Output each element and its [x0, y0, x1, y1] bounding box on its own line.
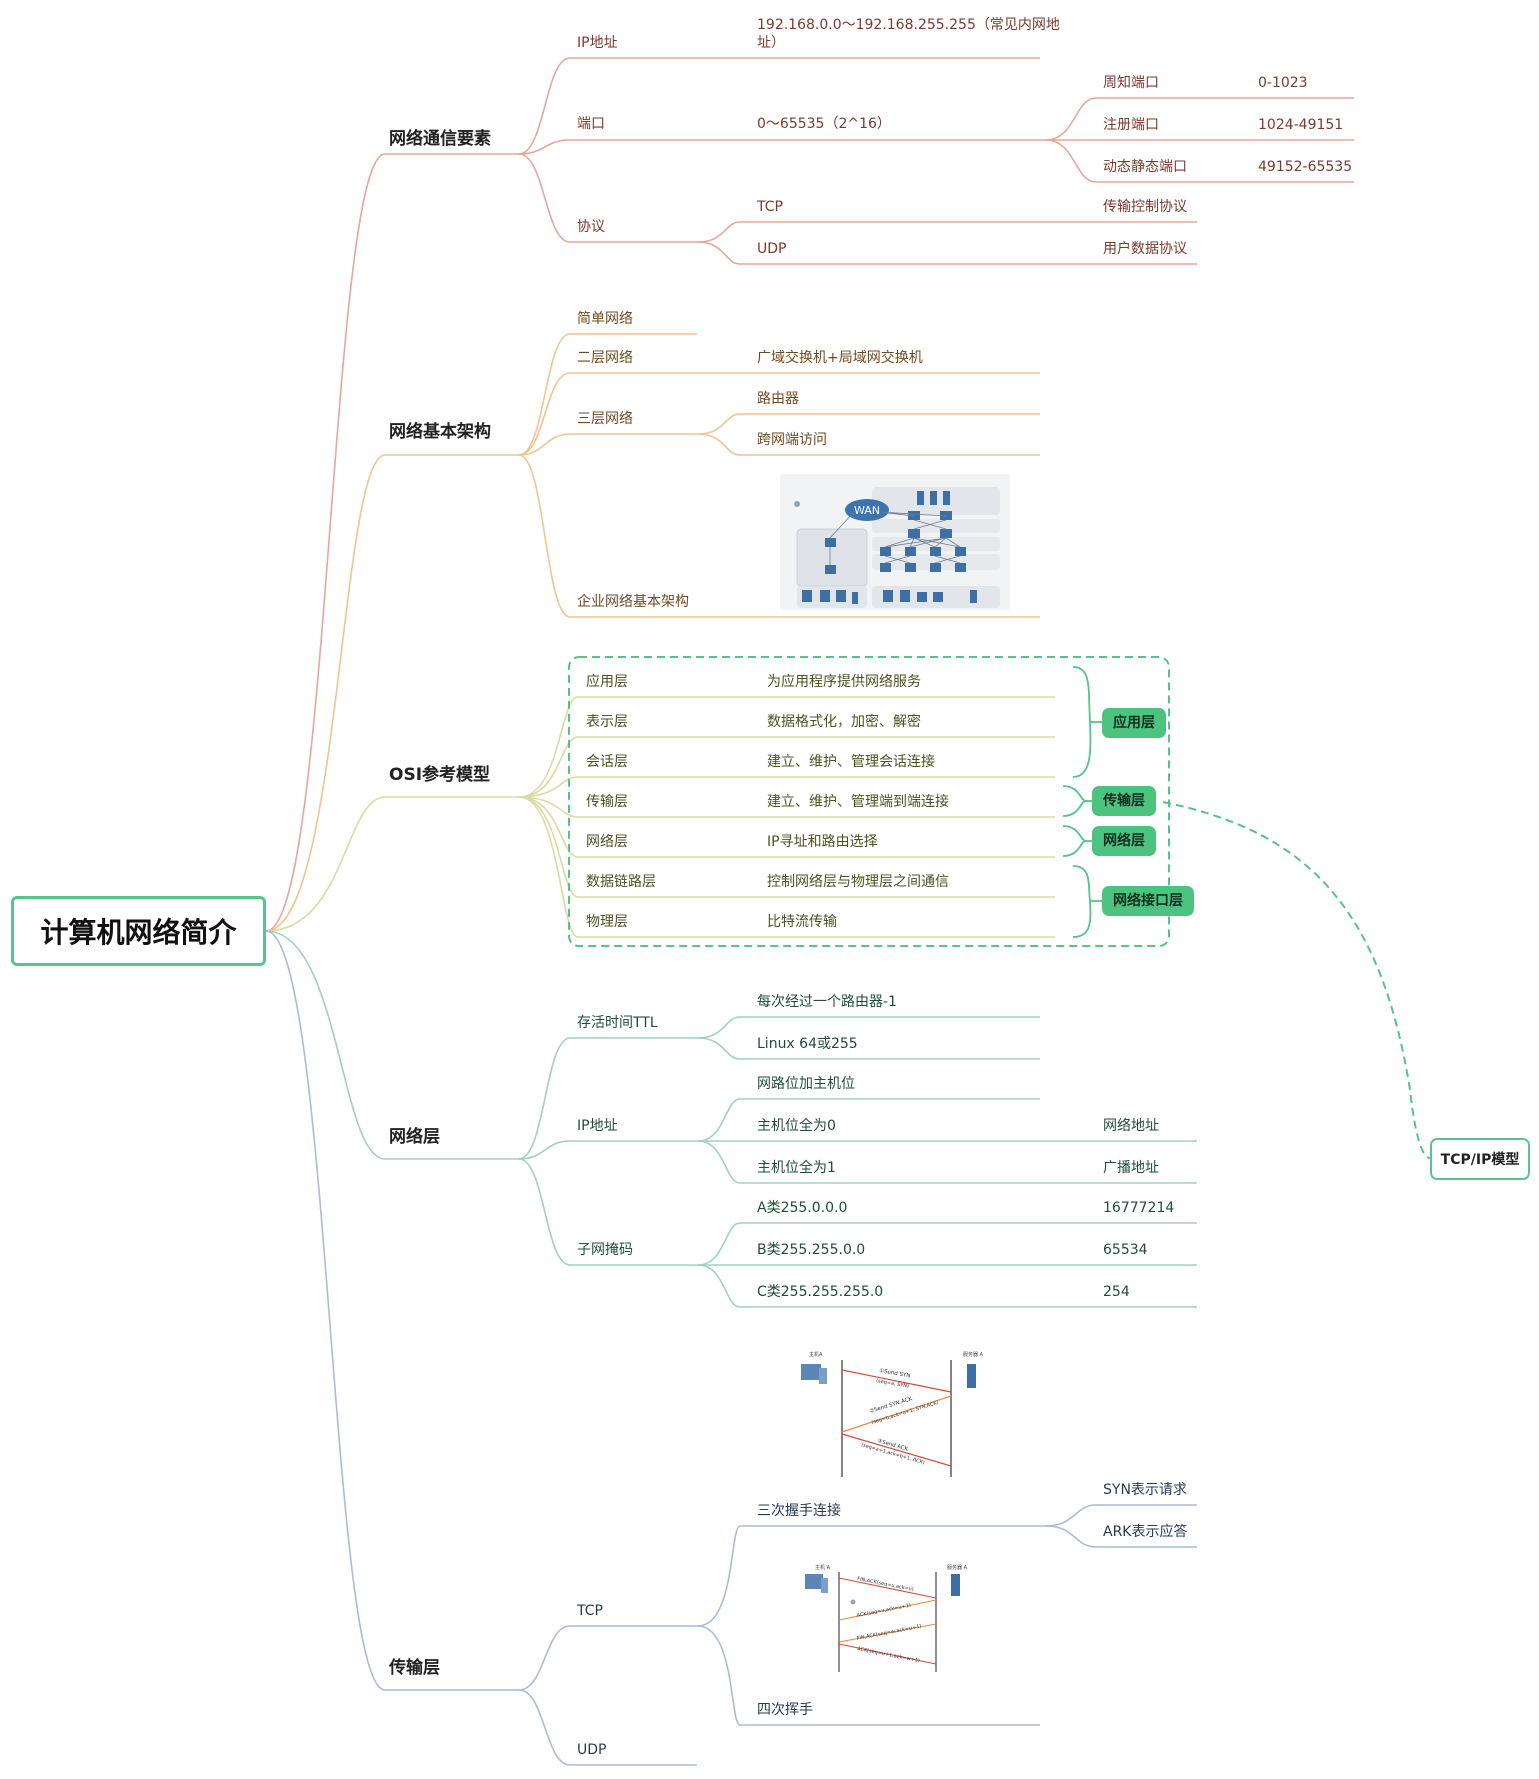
- wave-server-label: 服务器 A: [947, 1564, 968, 1571]
- wave-host-label: 主机 A: [815, 1564, 831, 1571]
- node-ip-value-line2: 址）: [757, 35, 785, 51]
- handshake-step: ①Send SYN: [879, 1368, 911, 1379]
- node-protocol-label[interactable]: 协议: [577, 219, 605, 235]
- osi-layer-desc[interactable]: IP寻址和路由选择: [767, 834, 878, 850]
- wan-label: WAN: [854, 504, 880, 517]
- computer-icon: [801, 1364, 821, 1380]
- ip-item-name[interactable]: 网路位加主机位: [757, 1076, 855, 1092]
- ip-item-name[interactable]: 主机位全为0: [757, 1118, 836, 1134]
- osi-layer-name[interactable]: 会话层: [586, 754, 628, 770]
- ip-item-desc[interactable]: 广播地址: [1103, 1160, 1159, 1176]
- handshake-image[interactable]: 主机A 服务器 A ①Send SYN (seq=a, SYN) ②Send S…: [795, 1346, 995, 1484]
- wave-step: ACK(seq=v,ack=u+1): [856, 1603, 911, 1619]
- osi-layer-name[interactable]: 传输层: [586, 794, 628, 810]
- computer-icon: [805, 1574, 823, 1589]
- protocol-desc[interactable]: 传输控制协议: [1103, 199, 1187, 215]
- node-handshake-label[interactable]: 三次握手连接: [757, 1503, 841, 1519]
- section-title-network-layer[interactable]: 网络层: [389, 1127, 440, 1147]
- osi-layer-desc[interactable]: 建立、维护、管理会话连接: [767, 754, 935, 770]
- node-simple-network[interactable]: 简单网络: [577, 311, 633, 327]
- node-port-value[interactable]: 0～65535（2^16）: [757, 116, 891, 132]
- enterprise-network-image[interactable]: WAN: [780, 474, 1010, 610]
- handshake-item[interactable]: ARK表示应答: [1103, 1524, 1188, 1540]
- tcpip-model-label: TCP/IP模型: [1440, 1152, 1520, 1168]
- root-node[interactable]: 计算机网络简介: [11, 896, 266, 966]
- osi-layer-desc[interactable]: 数据格式化，加密、解密: [767, 714, 921, 730]
- mask-item-desc[interactable]: 65534: [1103, 1242, 1148, 1258]
- osi-layer-name[interactable]: 表示层: [586, 714, 628, 730]
- protocol-name[interactable]: TCP: [757, 199, 783, 215]
- mask-item-name[interactable]: C类255.255.255.0: [757, 1284, 884, 1300]
- section-title-communication[interactable]: 网络通信要素: [389, 129, 491, 149]
- node-layer2-value[interactable]: 广域交换机+局域网交换机: [757, 350, 923, 366]
- ip-item-name[interactable]: 主机位全为1: [757, 1160, 836, 1176]
- osi-braces: [1062, 666, 1102, 938]
- ttl-item[interactable]: Linux 64或255: [757, 1036, 858, 1052]
- node-layer2-label[interactable]: 二层网络: [577, 350, 633, 366]
- wave-step: FIN,ACK(seq=u,ack=v): [857, 1576, 914, 1593]
- node-port-label[interactable]: 端口: [577, 116, 605, 132]
- tcpip-group-transport[interactable]: 传输层: [1092, 786, 1156, 816]
- port-range-name[interactable]: 动态静态端口: [1103, 159, 1187, 175]
- ip-item-desc[interactable]: 网络地址: [1103, 1118, 1159, 1134]
- node-ip-address-label[interactable]: IP地址: [577, 1118, 618, 1134]
- osi-layer-desc[interactable]: 建立、维护、管理端到端连接: [767, 794, 949, 810]
- handshake-server-label: 服务器 A: [963, 1351, 984, 1358]
- handshake-step: (seq=a, SYN): [876, 1378, 910, 1390]
- node-enterprise-label[interactable]: 企业网络基本架构: [577, 594, 689, 610]
- node-layer3-label[interactable]: 三层网络: [577, 411, 633, 427]
- section-title-osi[interactable]: OSI参考模型: [389, 765, 491, 785]
- port-range-name[interactable]: 周知端口: [1103, 75, 1159, 91]
- node-wave-label[interactable]: 四次挥手: [757, 1702, 813, 1718]
- osi-layer-name[interactable]: 数据链路层: [586, 874, 656, 890]
- node-udp-label[interactable]: UDP: [577, 1742, 607, 1758]
- mask-item-name[interactable]: B类255.255.0.0: [757, 1242, 866, 1258]
- tcpip-group-application[interactable]: 应用层: [1102, 708, 1166, 738]
- root-title: 计算机网络简介: [40, 916, 237, 949]
- tcpip-link: [1162, 801, 1431, 1159]
- osi-layer-desc[interactable]: 控制网络层与物理层之间通信: [767, 874, 949, 890]
- osi-layer-name[interactable]: 物理层: [586, 914, 628, 930]
- osi-layer-desc[interactable]: 为应用程序提供网络服务: [767, 674, 921, 690]
- osi-layer-name[interactable]: 应用层: [586, 674, 628, 690]
- layer3-item[interactable]: 跨网端访问: [757, 432, 827, 448]
- tcpip-group-interface[interactable]: 网络接口层: [1102, 886, 1194, 916]
- protocol-desc[interactable]: 用户数据协议: [1103, 241, 1187, 257]
- osi-boundary: [568, 656, 1170, 947]
- layer3-item[interactable]: 路由器: [757, 391, 799, 407]
- node-ip-label[interactable]: IP地址: [577, 35, 618, 51]
- server-icon: [951, 1574, 960, 1596]
- mask-item-name[interactable]: A类255.0.0.0: [757, 1200, 848, 1216]
- wave-image[interactable]: 主机 A 服务器 A FIN,ACK(seq=u,ack=v) ACK(seq=…: [795, 1560, 975, 1678]
- osi-layer-desc[interactable]: 比特流传输: [767, 914, 837, 930]
- port-range-value[interactable]: 1024-49151: [1258, 117, 1344, 133]
- mask-item-desc[interactable]: 254: [1103, 1284, 1130, 1300]
- node-ip-value-line1[interactable]: 192.168.0.0～192.168.255.255（常见内网地: [757, 17, 1060, 33]
- node-ttl-label[interactable]: 存活时间TTL: [577, 1015, 658, 1031]
- node-subnet-mask-label[interactable]: 子网掩码: [577, 1242, 633, 1258]
- server-icon: [967, 1364, 976, 1388]
- ttl-item[interactable]: 每次经过一个路由器-1: [757, 994, 897, 1010]
- tcpip-model-node[interactable]: TCP/IP模型: [1430, 1138, 1530, 1180]
- protocol-name[interactable]: UDP: [757, 241, 787, 257]
- port-range-value[interactable]: 49152-65535: [1258, 159, 1353, 175]
- tcpip-group-network[interactable]: 网络层: [1092, 826, 1156, 856]
- port-range-name[interactable]: 注册端口: [1103, 117, 1159, 133]
- wave-step: FIN,ACK(seq=w,ack=u+1): [856, 1624, 922, 1642]
- mask-item-desc[interactable]: 16777214: [1103, 1200, 1175, 1216]
- handshake-item[interactable]: SYN表示请求: [1103, 1482, 1187, 1498]
- node-tcp-label[interactable]: TCP: [577, 1603, 603, 1619]
- section-title-architecture[interactable]: 网络基本架构: [389, 422, 491, 442]
- section-title-transport-layer[interactable]: 传输层: [389, 1658, 440, 1678]
- osi-layer-name[interactable]: 网络层: [586, 834, 628, 850]
- wave-step: ACK(seq=u+1,ack=w+1): [857, 1646, 921, 1664]
- handshake-host-label: 主机A: [809, 1351, 823, 1358]
- port-range-value[interactable]: 0-1023: [1258, 75, 1308, 91]
